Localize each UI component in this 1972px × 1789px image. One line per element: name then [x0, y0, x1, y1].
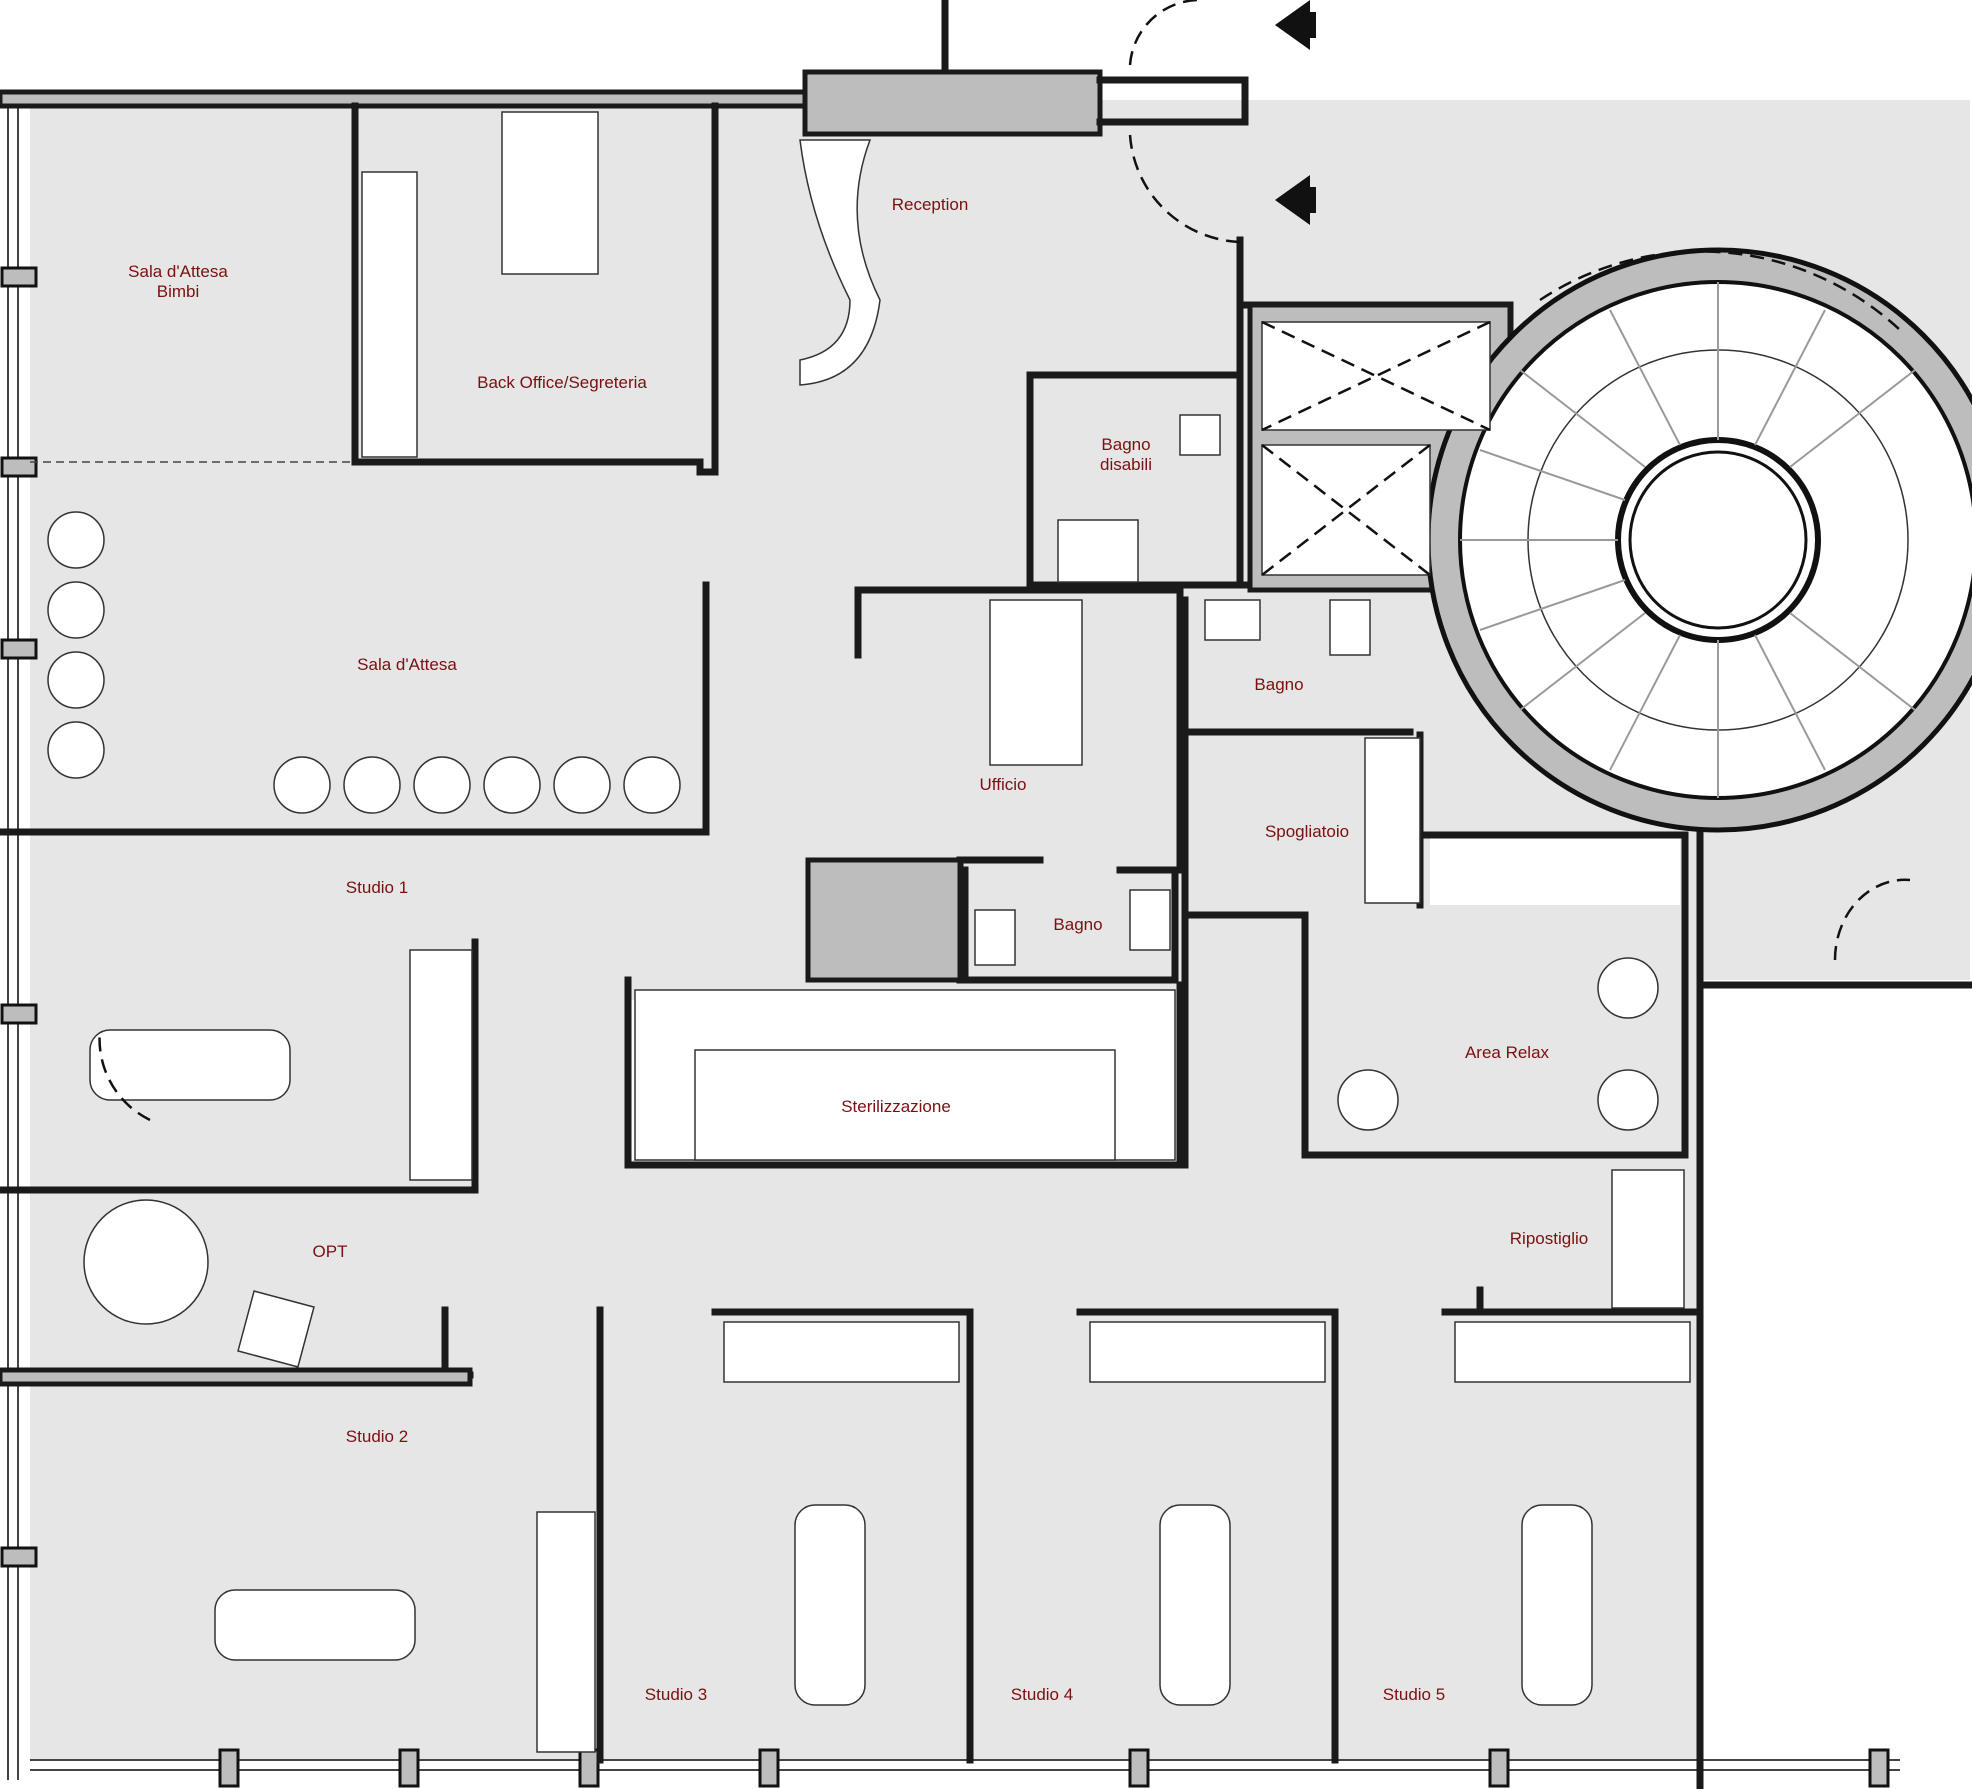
label-reception: Reception — [892, 195, 969, 214]
label-studio-3: Studio 3 — [645, 1685, 707, 1704]
label-back-office: Back Office/Segreteria — [477, 373, 647, 392]
spiral-stair — [1247, 247, 1972, 833]
bottom-facade — [30, 1748, 1900, 1788]
left-facade — [0, 95, 38, 1780]
label-sala-attesa: Sala d'Attesa — [357, 655, 457, 674]
label-area-relax: Area Relax — [1465, 1043, 1550, 1062]
label-sterilizzazione: Sterilizzazione — [841, 1097, 951, 1116]
label-line: disabili — [1100, 455, 1152, 474]
label-line: Sala d'Attesa — [128, 262, 228, 281]
label-ufficio: Ufficio — [980, 775, 1027, 794]
furniture — [47, 0, 1911, 1753]
label-bagno-1: Bagno — [1254, 675, 1303, 694]
label-studio-1: Studio 1 — [346, 878, 408, 897]
label-line: Bimbi — [157, 282, 200, 301]
label-ripostiglio: Ripostiglio — [1510, 1229, 1588, 1248]
label-opt: OPT — [313, 1242, 348, 1261]
entrance-arrows — [1275, 0, 1316, 225]
label-bagno-2: Bagno — [1053, 915, 1102, 934]
label-spogliatoio: Spogliatoio — [1265, 822, 1349, 841]
label-studio-5: Studio 5 — [1383, 1685, 1445, 1704]
label-studio-2: Studio 2 — [346, 1427, 408, 1446]
label-studio-4: Studio 4 — [1011, 1685, 1073, 1704]
label-line: Bagno — [1101, 435, 1150, 454]
